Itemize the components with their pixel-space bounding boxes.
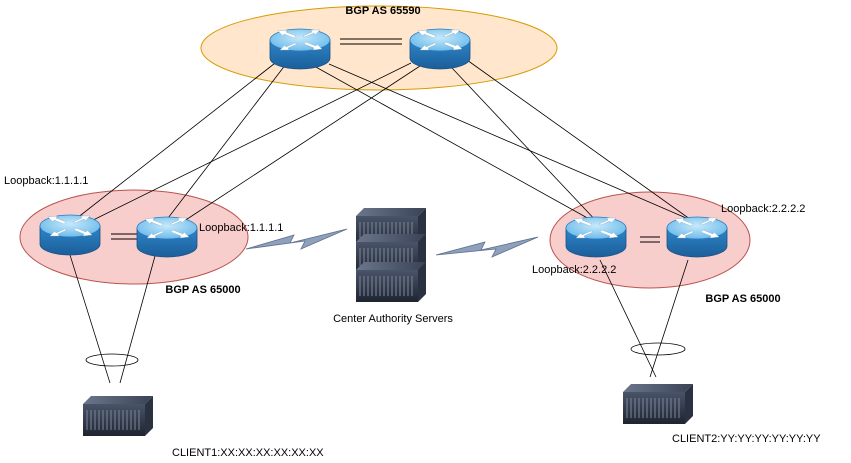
group-left-ellipse — [19, 189, 249, 285]
lightning-link-icon — [435, 236, 539, 258]
loopback-label: Loopback:1.1.1.1 — [4, 175, 88, 187]
router-icon — [565, 216, 627, 258]
links — [69, 59, 701, 384]
client1-label: CLIENT1:XX:XX:XX:XX:XX:XX — [172, 447, 324, 459]
center-servers-label: Center Authority Servers — [333, 313, 453, 325]
router-icon — [409, 28, 471, 70]
router-icon — [666, 216, 728, 258]
lightning-link-icon — [245, 228, 348, 250]
loopback-label: Loopback:2.2.2.2 — [532, 264, 616, 276]
group-right-label: BGP AS 65000 — [705, 293, 780, 305]
lag-right-icon — [630, 342, 686, 356]
server-icon — [82, 395, 154, 437]
server-icon — [622, 383, 694, 425]
lag-left-icon — [85, 353, 139, 367]
group-right-ellipse — [549, 191, 751, 289]
router-icon — [269, 28, 331, 70]
double-links — [111, 38, 660, 243]
loopback-label: Loopback:2.2.2.2 — [721, 203, 805, 215]
client2-label: CLIENT2:YY:YY:YY:YY:YY:YY — [672, 433, 821, 445]
server-icon — [355, 261, 427, 303]
group-top-ellipse — [200, 5, 558, 91]
group-left-label: BGP AS 65000 — [165, 284, 240, 296]
router-icon — [136, 216, 198, 258]
router-icon — [39, 214, 101, 256]
loopback-label: Loopback:1.1.1.1 — [199, 222, 283, 234]
group-top-label: BGP AS 65590 — [345, 5, 420, 17]
